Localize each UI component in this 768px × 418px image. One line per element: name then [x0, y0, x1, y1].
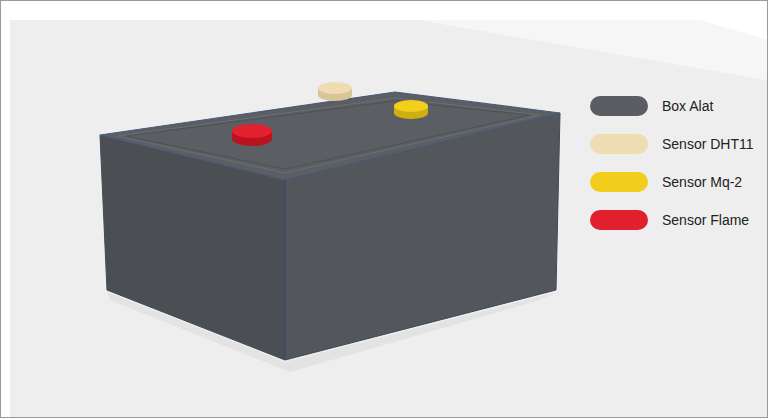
legend-entry: Box Alat — [590, 96, 754, 116]
lid-inset — [126, 101, 530, 169]
lid-inset — [118, 98, 540, 173]
legend-swatch — [590, 172, 648, 192]
legend-swatch — [590, 96, 648, 116]
floor-far — [420, 20, 768, 80]
legend-entry: Sensor Mq-2 — [590, 172, 754, 192]
floor — [10, 20, 768, 418]
legend-label: Sensor Flame — [662, 212, 749, 228]
legend-swatch — [590, 134, 648, 154]
mq2-sensor — [394, 100, 428, 119]
legend: Box AlatSensor DHT11Sensor Mq-2Sensor Fl… — [590, 96, 754, 248]
legend-swatch — [590, 210, 648, 230]
legend-entry: Sensor DHT11 — [590, 134, 754, 154]
box-edge — [284, 180, 285, 360]
dht11-sensor — [318, 82, 352, 101]
legend-label: Sensor DHT11 — [662, 136, 754, 152]
flame-sensor — [232, 124, 272, 146]
box-top-face — [100, 92, 560, 180]
legend-label: Box Alat — [662, 98, 713, 114]
legend-label: Sensor Mq-2 — [662, 174, 742, 190]
legend-entry: Sensor Flame — [590, 210, 754, 230]
